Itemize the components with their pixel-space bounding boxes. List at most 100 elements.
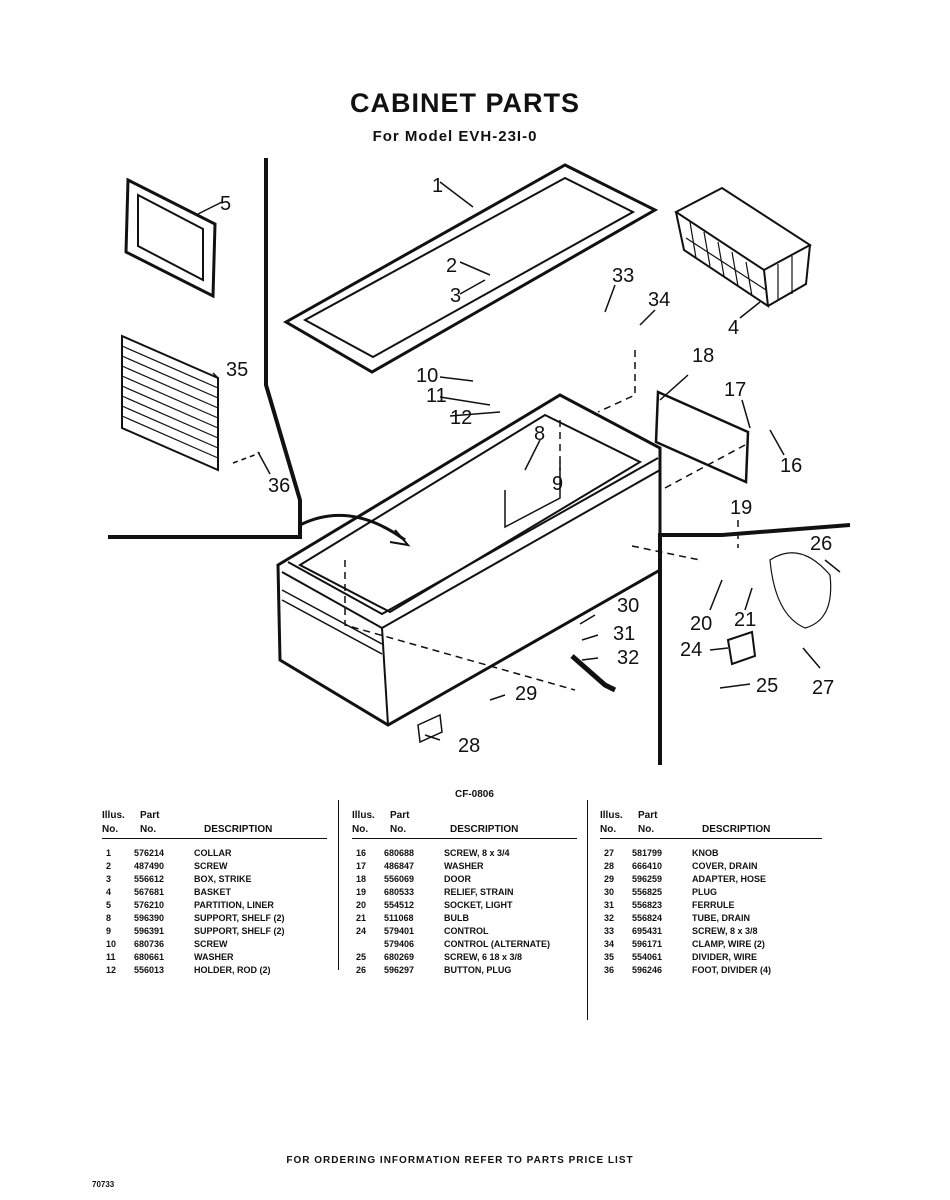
model-subtitle: For Model EVH-23I-0	[372, 128, 538, 145]
table-row: 34 596171 CLAMP, WIRE (2)	[600, 939, 830, 952]
no-header: No.	[102, 824, 119, 835]
callout-19: 19	[730, 497, 752, 519]
part-number-cell: 556823	[632, 900, 663, 910]
part-number-cell: 554061	[632, 952, 663, 962]
description-cell: DOOR	[444, 874, 471, 884]
callout-3: 3	[450, 285, 461, 307]
table-row: 1 576214 COLLAR	[102, 848, 332, 861]
illus-number-cell: 19	[356, 887, 367, 897]
collar-part	[282, 163, 659, 374]
illus-header: Illus.	[600, 810, 623, 821]
description-cell: ADAPTER, HOSE	[692, 874, 767, 884]
illus-number-cell: 1	[106, 848, 112, 858]
callout-16: 16	[780, 455, 802, 477]
callout-10: 10	[416, 365, 438, 387]
callout-31: 31	[613, 623, 635, 645]
callout-35: 35	[226, 359, 248, 381]
table-row: 20 554512 SOCKET, LIGHT	[352, 900, 582, 913]
description-cell: PARTITION, LINER	[194, 900, 274, 910]
divider-wire-part	[121, 334, 219, 472]
page-code: 70733	[92, 1180, 115, 1189]
illus-number-cell: 24	[356, 926, 367, 936]
illus-number-cell: 20	[356, 900, 367, 910]
illus-number-cell: 26	[356, 965, 367, 975]
callout-28: 28	[458, 735, 480, 757]
part-number-cell: 596171	[632, 939, 663, 949]
illus-number-cell: 35	[604, 952, 615, 962]
illus-number-cell: 10	[106, 939, 117, 949]
part-number-cell: 579401	[384, 926, 415, 936]
callout-34: 34	[648, 289, 670, 311]
part-number-cell: 680688	[384, 848, 415, 858]
description-cell: KNOB	[692, 848, 719, 858]
no-header: No.	[600, 824, 617, 835]
part-no-header: No.	[390, 824, 407, 835]
illus-number-cell: 33	[604, 926, 615, 936]
callout-9: 9	[552, 473, 563, 495]
part-number-cell: 556824	[632, 913, 663, 923]
part-no-header: No.	[140, 824, 157, 835]
column-header: Illus. Part No. No. DESCRIPTION	[352, 806, 582, 840]
illus-number-cell: 12	[106, 965, 117, 975]
part-number-cell: 680533	[384, 887, 415, 897]
description-cell: COLLAR	[194, 848, 232, 858]
description-cell: WASHER	[444, 861, 484, 871]
part-number-cell: 556612	[134, 874, 165, 884]
part-number-cell: 576214	[134, 848, 165, 858]
description-cell: SUPPORT, SHELF (2)	[194, 913, 285, 923]
description-cell: TUBE, DRAIN	[692, 913, 750, 923]
description-cell: WASHER	[194, 952, 234, 962]
part-no-header: No.	[638, 824, 655, 835]
parts-column-1: Illus. Part No. No. DESCRIPTION 1 576214 C…	[102, 806, 332, 978]
description-cell: PLUG	[692, 887, 718, 897]
description-cell: BUTTON, PLUG	[444, 965, 512, 975]
description-cell: SCREW, 8 x 3/4	[444, 848, 510, 858]
part-number-cell: 554512	[384, 900, 415, 910]
description-cell: SOCKET, LIGHT	[444, 900, 513, 910]
description-cell: FOOT, DIVIDER (4)	[692, 965, 772, 975]
illus-number-cell: 18	[356, 874, 367, 884]
description-cell: CLAMP, WIRE (2)	[692, 939, 765, 949]
illus-number-cell: 34	[604, 939, 615, 949]
callout-4: 4	[728, 317, 739, 339]
part-number-cell: 567681	[134, 887, 165, 897]
part-number-cell: 596246	[632, 965, 663, 975]
callout-11: 11	[426, 385, 447, 407]
control-part	[726, 630, 757, 666]
part-number-cell: 556013	[134, 965, 165, 975]
description-cell: SCREW	[194, 939, 228, 949]
callout-27: 27	[812, 677, 834, 699]
column-header: Illus. Part No. No. DESCRIPTION	[102, 806, 332, 840]
callout-33: 33	[612, 265, 634, 287]
illus-number-cell: 3	[106, 874, 112, 884]
drain-cover-part	[417, 713, 443, 744]
part-header: Part	[390, 810, 410, 821]
illus-number-cell: 25	[356, 952, 367, 962]
callout-32: 32	[617, 647, 639, 669]
callout-24: 24	[680, 639, 702, 661]
illus-number-cell: 4	[106, 887, 112, 897]
part-number-cell: 666410	[632, 861, 663, 871]
callout-21: 21	[734, 609, 756, 631]
